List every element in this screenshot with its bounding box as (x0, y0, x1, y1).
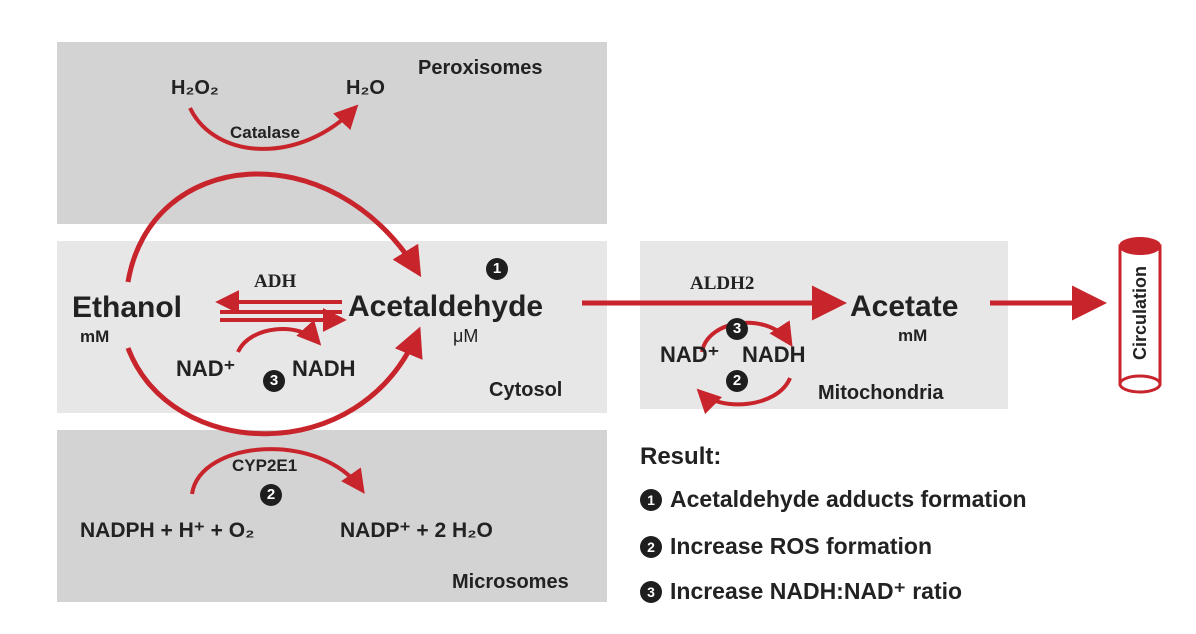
marker-3-mitochondria: 3 (726, 318, 748, 340)
mito-nad-plus-label: NAD⁺ (660, 342, 720, 367)
catalase-label: Catalase (230, 123, 300, 142)
marker-2-microsomes: 2 (260, 484, 282, 506)
result-item-1: 1 Acetaldehyde adducts formation (640, 488, 1027, 511)
microsomes-label: Microsomes (452, 571, 569, 593)
mitochondria-panel (640, 241, 1008, 409)
cytosol-nad-plus-label: NAD⁺ (176, 356, 236, 381)
cytosol-nad-arrow (236, 319, 322, 353)
cyp2e1-label: CYP2E1 (232, 456, 298, 475)
circulation-cylinder (1118, 237, 1162, 394)
microsomes-panel (57, 430, 607, 602)
marker-2-mitochondria: 2 (726, 370, 748, 392)
h2o-label: H₂O (346, 77, 385, 99)
circulation-label: Circulation (1130, 266, 1150, 361)
ethanol-label: Ethanol (72, 291, 182, 324)
result-text-3: Increase NADH:NAD⁺ ratio (670, 578, 963, 604)
mitochondria-label: Mitochondria (818, 382, 944, 404)
result-marker-1: 1 (640, 489, 662, 511)
marker-3-cytosol: 3 (263, 370, 285, 392)
catalase-cofactor-arrow (188, 104, 359, 151)
result-marker-2: 2 (640, 536, 662, 558)
cyp2e1-cofactor-arrow (190, 447, 365, 495)
mito-nadh-label: NADH (742, 342, 806, 367)
result-heading: Result: (640, 443, 722, 470)
cytosol-nadh-label: NADH (292, 356, 356, 381)
result-item-2: 2 Increase ROS formation (640, 535, 932, 558)
peroxisomes-label: Peroxisomes (418, 57, 543, 79)
h2o2-label: H₂O₂ (171, 77, 219, 99)
nadp-side-label: NADP⁺ + 2 H₂O (340, 519, 493, 542)
acetaldehyde-label: Acetaldehyde (348, 290, 544, 323)
mito-nad-reverse-arrow (696, 377, 792, 415)
catalase-pathway-arrow (125, 171, 422, 283)
acetate-label: Acetate (850, 290, 959, 323)
adh-label: ADH (254, 271, 297, 292)
marker-1-acetaldehyde: 1 (486, 258, 508, 280)
ethanol-concentration: mM (80, 327, 110, 346)
acetate-concentration: mM (898, 326, 928, 345)
result-marker-3: 3 (640, 581, 662, 603)
result-item-3: 3 Increase NADH:NAD⁺ ratio (640, 580, 962, 603)
nadph-side-label: NADPH + H⁺ + O₂ (80, 519, 255, 542)
cyp2e1-pathway-arrow (125, 326, 423, 437)
cytosol-label: Cytosol (489, 379, 563, 401)
result-text-2: Increase ROS formation (670, 533, 933, 559)
result-text-1: Acetaldehyde adducts formation (670, 486, 1027, 512)
acetaldehyde-concentration: μM (453, 326, 479, 346)
aldh2-label: ALDH2 (690, 273, 755, 294)
